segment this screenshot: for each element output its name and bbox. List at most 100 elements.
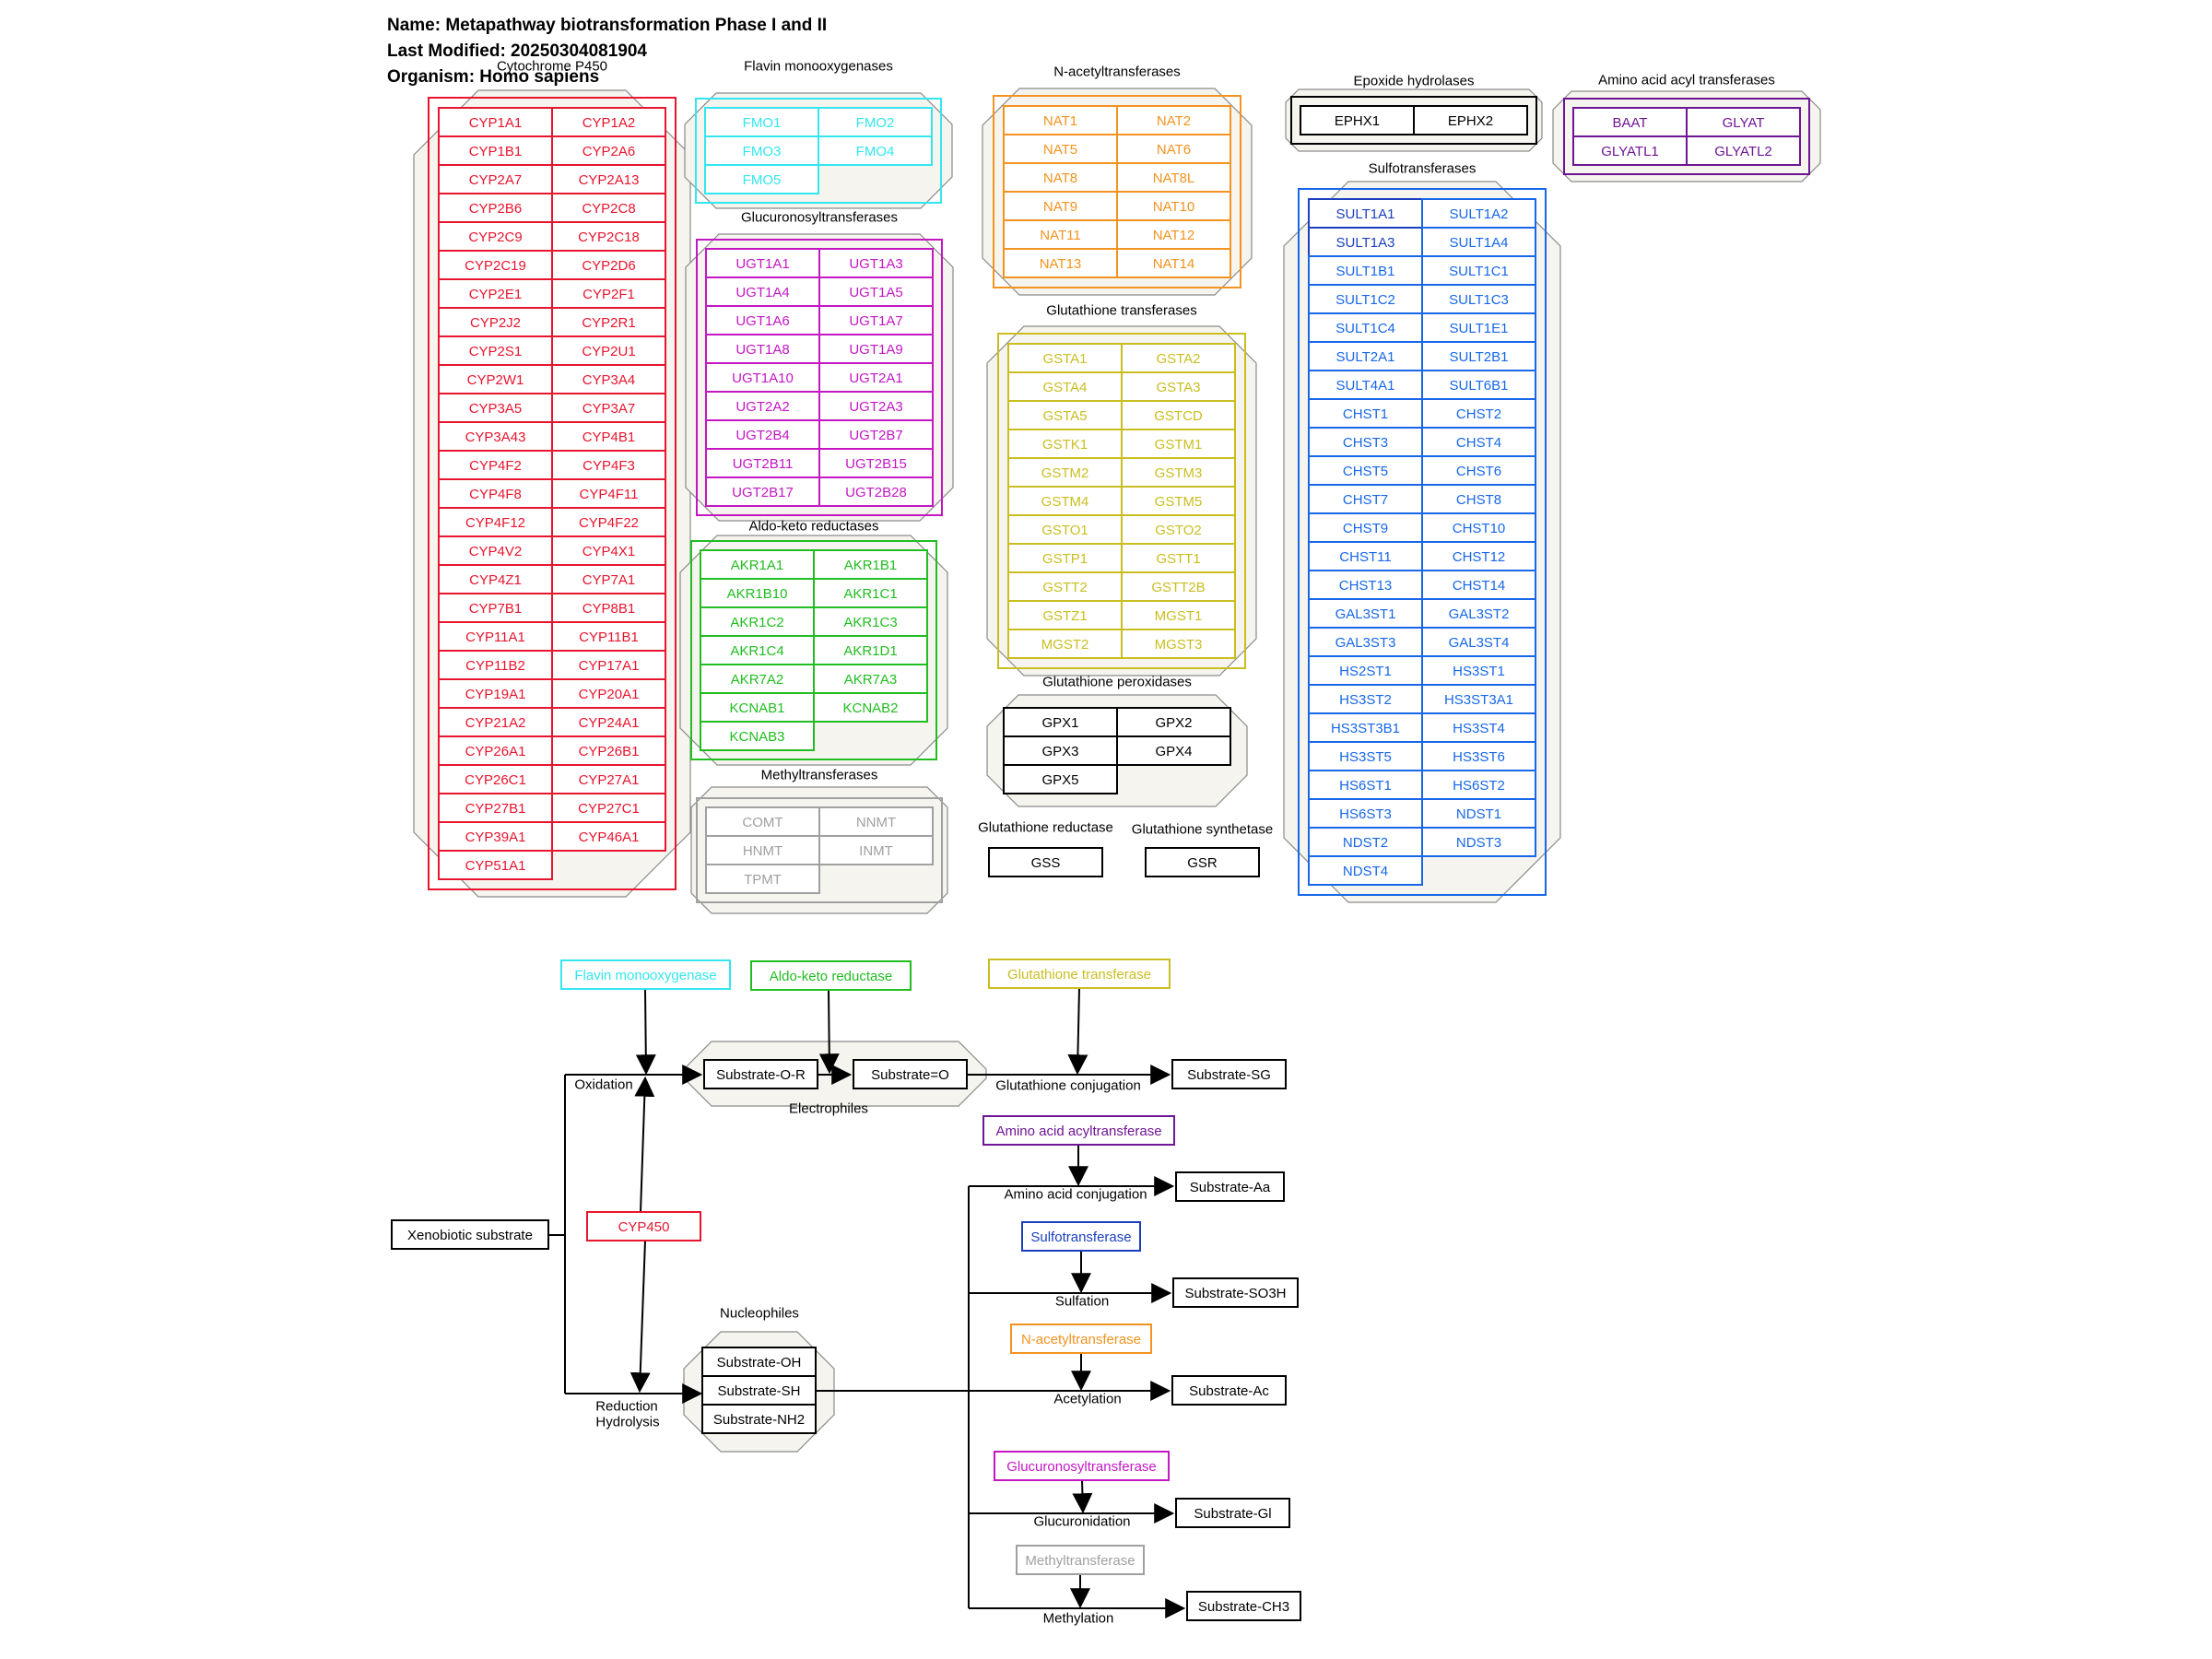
- gene-node-nat8[interactable]: NAT8: [1003, 162, 1118, 193]
- substrate-so3h[interactable]: Substrate-SO3H: [1172, 1277, 1299, 1308]
- substrate-sh[interactable]: Substrate-SH: [701, 1375, 817, 1406]
- gene-node-nat9[interactable]: NAT9: [1003, 191, 1118, 221]
- gene-node-gal3st4[interactable]: GAL3ST4: [1421, 627, 1536, 657]
- gene-node-ugt2b4[interactable]: UGT2B4: [705, 419, 820, 450]
- gene-node-glyatl2[interactable]: GLYATL2: [1686, 135, 1801, 166]
- gene-node-cyp3a7[interactable]: CYP3A7: [551, 393, 666, 423]
- gene-node-gpx5[interactable]: GPX5: [1003, 764, 1118, 794]
- gene-node-gstt1[interactable]: GSTT1: [1121, 543, 1236, 573]
- enzyme-aat[interactable]: Amino acid acyltransferase: [982, 1115, 1175, 1146]
- gene-node-ndst4[interactable]: NDST4: [1308, 855, 1423, 886]
- gene-node-chst13[interactable]: CHST13: [1308, 570, 1423, 600]
- gene-node-cyp4f2[interactable]: CYP4F2: [438, 450, 553, 480]
- gene-node-gsta4[interactable]: GSTA4: [1007, 371, 1123, 402]
- gene-node-cyp4f12[interactable]: CYP4F12: [438, 507, 553, 537]
- gene-node-cyp24a1[interactable]: CYP24A1: [551, 707, 666, 737]
- gene-node-sult1c3[interactable]: SULT1C3: [1421, 284, 1536, 314]
- gene-node-ugt2a1[interactable]: UGT2A1: [818, 362, 934, 393]
- gene-node-ndst3[interactable]: NDST3: [1421, 827, 1536, 857]
- gene-node-cyp27b1[interactable]: CYP27B1: [438, 793, 553, 823]
- gene-node-gstm1[interactable]: GSTM1: [1121, 429, 1236, 459]
- substrate-o[interactable]: Substrate=O: [853, 1059, 968, 1089]
- gene-node-ugt1a9[interactable]: UGT1A9: [818, 334, 934, 364]
- gene-node-ugt1a5[interactable]: UGT1A5: [818, 276, 934, 307]
- gene-node-sult1c1[interactable]: SULT1C1: [1421, 255, 1536, 286]
- gene-node-ephx1[interactable]: EPHX1: [1300, 105, 1415, 135]
- gene-node-cyp4f22[interactable]: CYP4F22: [551, 507, 666, 537]
- gene-node-hs3st3b1[interactable]: HS3ST3B1: [1308, 712, 1423, 743]
- gene-node-gal3st2[interactable]: GAL3ST2: [1421, 598, 1536, 629]
- gene-node-cyp8b1[interactable]: CYP8B1: [551, 593, 666, 623]
- enzyme-fmo[interactable]: Flavin monooxygenase: [560, 959, 731, 990]
- gene-node-fmo4[interactable]: FMO4: [818, 135, 933, 166]
- gene-node-ugt2b15[interactable]: UGT2B15: [818, 448, 934, 478]
- gene-node-kcnab3[interactable]: KCNAB3: [700, 721, 815, 751]
- gene-node-gsta1[interactable]: GSTA1: [1007, 343, 1123, 373]
- gene-node-gstp1[interactable]: GSTP1: [1007, 543, 1123, 573]
- gene-node-sult1a4[interactable]: SULT1A4: [1421, 227, 1536, 257]
- gene-node-cyp7b1[interactable]: CYP7B1: [438, 593, 553, 623]
- gene-node-cyp7a1[interactable]: CYP7A1: [551, 564, 666, 594]
- gene-node-cyp2d6[interactable]: CYP2D6: [551, 250, 666, 280]
- gene-node-chst7[interactable]: CHST7: [1308, 484, 1423, 514]
- gene-node-chst3[interactable]: CHST3: [1308, 427, 1423, 457]
- enzyme-gst[interactable]: Glutathione transferase: [988, 959, 1171, 989]
- gene-node-ugt1a6[interactable]: UGT1A6: [705, 305, 820, 335]
- gene-node-cyp11b2[interactable]: CYP11B2: [438, 650, 553, 680]
- gene-node-cyp2r1[interactable]: CYP2R1: [551, 307, 666, 337]
- gene-node-sult1c4[interactable]: SULT1C4: [1308, 312, 1423, 343]
- substrate-nh2[interactable]: Substrate-NH2: [701, 1404, 817, 1434]
- gene-node-cyp4f11[interactable]: CYP4F11: [551, 478, 666, 509]
- gene-node-glyat[interactable]: GLYAT: [1686, 107, 1801, 137]
- gene-node-nat12[interactable]: NAT12: [1116, 219, 1231, 250]
- gene-node-hs6st3[interactable]: HS6ST3: [1308, 798, 1423, 829]
- gene-node-chst1[interactable]: CHST1: [1308, 398, 1423, 429]
- gene-node-chst12[interactable]: CHST12: [1421, 541, 1536, 571]
- gene-node-ugt1a10[interactable]: UGT1A10: [705, 362, 820, 393]
- gene-node-fmo2[interactable]: FMO2: [818, 107, 933, 137]
- gene-node-cyp3a5[interactable]: CYP3A5: [438, 393, 553, 423]
- gene-node-cyp2c18[interactable]: CYP2C18: [551, 221, 666, 252]
- gene-node-hs3st4[interactable]: HS3ST4: [1421, 712, 1536, 743]
- gene-node-cyp3a43[interactable]: CYP3A43: [438, 421, 553, 452]
- gene-node-cyp21a2[interactable]: CYP21A2: [438, 707, 553, 737]
- gene-node-kcnab1[interactable]: KCNAB1: [700, 692, 815, 723]
- gene-node-hs3st2[interactable]: HS3ST2: [1308, 684, 1423, 714]
- gene-node-ephx2[interactable]: EPHX2: [1413, 105, 1528, 135]
- gene-node-cyp4v2[interactable]: CYP4V2: [438, 535, 553, 566]
- gene-node-chst4[interactable]: CHST4: [1421, 427, 1536, 457]
- gene-node-fmo3[interactable]: FMO3: [704, 135, 819, 166]
- gene-node-cyp2e1[interactable]: CYP2E1: [438, 278, 553, 309]
- gene-node-nat13[interactable]: NAT13: [1003, 248, 1118, 278]
- gene-node-gstm5[interactable]: GSTM5: [1121, 486, 1236, 516]
- gene-node-cyp1b1[interactable]: CYP1B1: [438, 135, 553, 166]
- gene-node-cyp27c1[interactable]: CYP27C1: [551, 793, 666, 823]
- gene-node-fmo1[interactable]: FMO1: [704, 107, 819, 137]
- substrate-ch3[interactable]: Substrate-CH3: [1186, 1591, 1301, 1621]
- gene-node-comt[interactable]: COMT: [705, 806, 820, 837]
- gene-node-cyp19a1[interactable]: CYP19A1: [438, 678, 553, 709]
- gene-node-nat11[interactable]: NAT11: [1003, 219, 1118, 250]
- gene-node-gstm3[interactable]: GSTM3: [1121, 457, 1236, 488]
- gene-node-cyp4f8[interactable]: CYP4F8: [438, 478, 553, 509]
- gene-node-mgst1[interactable]: MGST1: [1121, 600, 1236, 630]
- gene-node-chst2[interactable]: CHST2: [1421, 398, 1536, 429]
- gene-node-cyp26b1[interactable]: CYP26B1: [551, 735, 666, 766]
- gene-node-ugt1a4[interactable]: UGT1A4: [705, 276, 820, 307]
- gene-node-akr1c1[interactable]: AKR1C1: [813, 578, 928, 608]
- gene-node-sult1a2[interactable]: SULT1A2: [1421, 198, 1536, 229]
- gene-node-gsta5[interactable]: GSTA5: [1007, 400, 1123, 430]
- gene-node-cyp11a1[interactable]: CYP11A1: [438, 621, 553, 652]
- gene-node-ugt1a1[interactable]: UGT1A1: [705, 248, 820, 278]
- gene-node-gpx4[interactable]: GPX4: [1116, 735, 1231, 766]
- gene-node-gsta2[interactable]: GSTA2: [1121, 343, 1236, 373]
- substrate-ac[interactable]: Substrate-Ac: [1171, 1375, 1287, 1406]
- gene-node-cyp2j2[interactable]: CYP2J2: [438, 307, 553, 337]
- gene-node-akr7a3[interactable]: AKR7A3: [813, 664, 928, 694]
- gene-node-inmt[interactable]: INMT: [818, 835, 934, 865]
- gene-node-chst5[interactable]: CHST5: [1308, 455, 1423, 486]
- gene-node-cyp3a4[interactable]: CYP3A4: [551, 364, 666, 394]
- gene-node-mgst2[interactable]: MGST2: [1007, 629, 1123, 659]
- gene-node-cyp4x1[interactable]: CYP4X1: [551, 535, 666, 566]
- gene-node-gsta3[interactable]: GSTA3: [1121, 371, 1236, 402]
